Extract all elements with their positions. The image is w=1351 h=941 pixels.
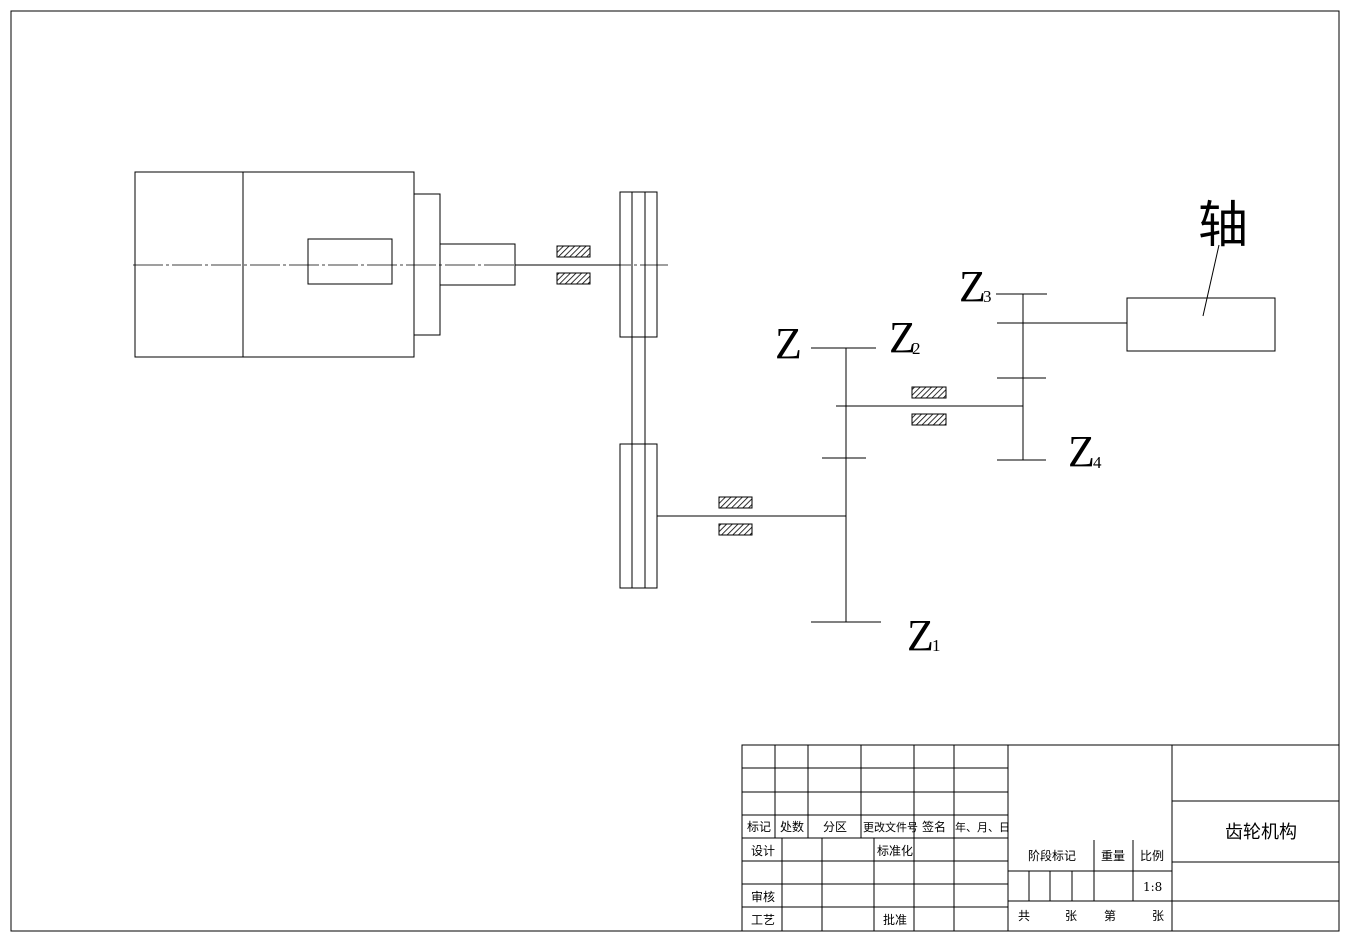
tb-date: 年、月、日 [955,820,1010,834]
gear-column-z3 [996,293,1047,461]
lower-pulley [619,443,658,589]
tb-scale-value: 1:8 [1143,880,1162,894]
svg-text:Z: Z [907,611,934,660]
bearing-3 [911,386,947,426]
tb-count: 处数 [780,819,804,834]
tb-page: 第 [1104,909,1116,923]
belt [631,337,646,444]
motor [134,171,516,358]
label-z1: Z 1 [907,611,941,660]
tb-approve: 批准 [883,912,907,927]
tb-mark: 标记 [747,820,771,834]
tb-sheets-1: 张 [1065,909,1077,923]
svg-text:3: 3 [983,287,992,306]
spindle [1126,297,1276,352]
tb-stage-mark: 阶段标记 [1028,848,1076,863]
bearing-2 [718,496,753,536]
tb-design: 设计 [751,844,775,858]
label-shaft: 轴 [1198,196,1248,254]
tb-review: 审核 [751,889,775,904]
svg-text:Z: Z [889,313,916,362]
svg-text:Z: Z [1068,427,1095,476]
upper-pulley [619,191,658,338]
tb-scale-label: 比例 [1140,849,1164,863]
leader-line [1202,244,1220,317]
bearing-1 [556,245,591,285]
tb-change-doc: 更改文件号 [863,820,918,834]
label-z2: Z 2 [889,313,921,362]
sheet-border [10,10,1340,932]
svg-text:1: 1 [932,636,941,655]
tb-total: 共 [1018,909,1030,923]
tb-zone: 分区 [823,820,847,834]
tb-standardize: 标准化 [877,844,913,858]
label-z: Z [775,319,802,368]
label-z3: Z 3 [959,262,992,311]
tb-drawing-name: 齿轮机构 [1225,822,1297,843]
svg-text:2: 2 [912,339,921,358]
label-z4: Z 4 [1068,427,1102,476]
tb-sheets-2: 张 [1152,909,1164,923]
title-block [741,744,1340,932]
tb-process: 工艺 [751,913,775,927]
svg-text:Z: Z [959,262,986,311]
tb-weight: 重量 [1101,849,1125,863]
gear-column-z1 [811,347,881,623]
tb-signature: 签名 [922,819,946,834]
svg-text:4: 4 [1093,453,1102,472]
